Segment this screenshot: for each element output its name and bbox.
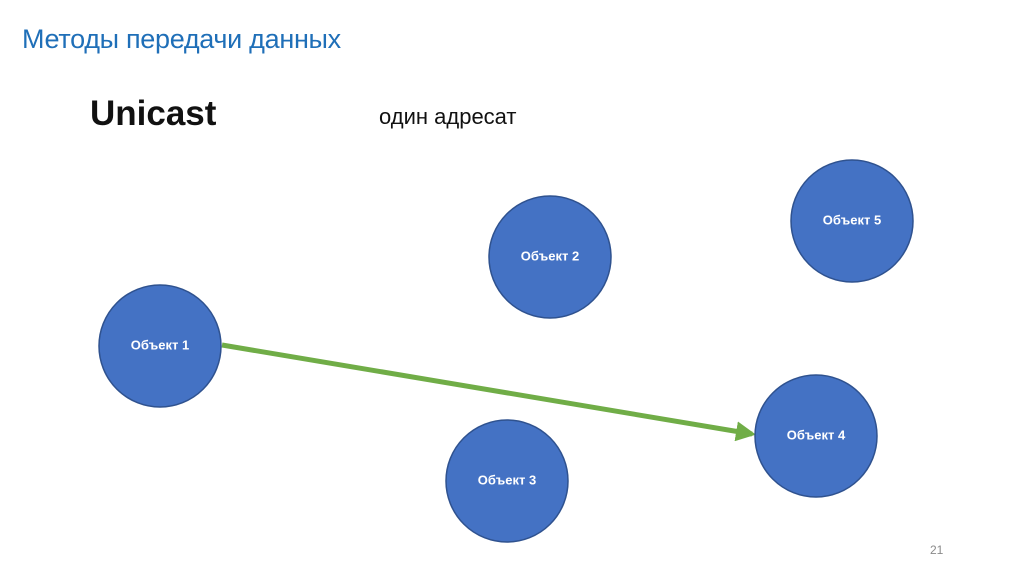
- slide-title: Методы передачи данных: [22, 24, 341, 54]
- node-object-1: Объект 1: [98, 284, 222, 408]
- edge-object-1-to-object-4: [221, 342, 756, 442]
- node-circle: [488, 195, 612, 319]
- node-object-5: Объект 5: [790, 159, 914, 283]
- node-circle: [754, 374, 878, 498]
- node-label: Объект 4: [787, 427, 846, 442]
- node-circle: [98, 284, 222, 408]
- node-object-2: Объект 2: [488, 195, 612, 319]
- node-circle: [790, 159, 914, 283]
- page-number: 21: [930, 543, 944, 557]
- method-name: Unicast: [90, 94, 217, 133]
- node-object-3: Объект 3: [445, 419, 569, 543]
- node-circle: [445, 419, 569, 543]
- node-label: Объект 2: [521, 248, 579, 263]
- method-description: один адресат: [379, 104, 517, 129]
- node-object-4: Объект 4: [754, 374, 878, 498]
- node-label: Объект 5: [823, 212, 881, 227]
- node-label: Объект 1: [131, 337, 189, 352]
- node-label: Объект 3: [478, 472, 536, 487]
